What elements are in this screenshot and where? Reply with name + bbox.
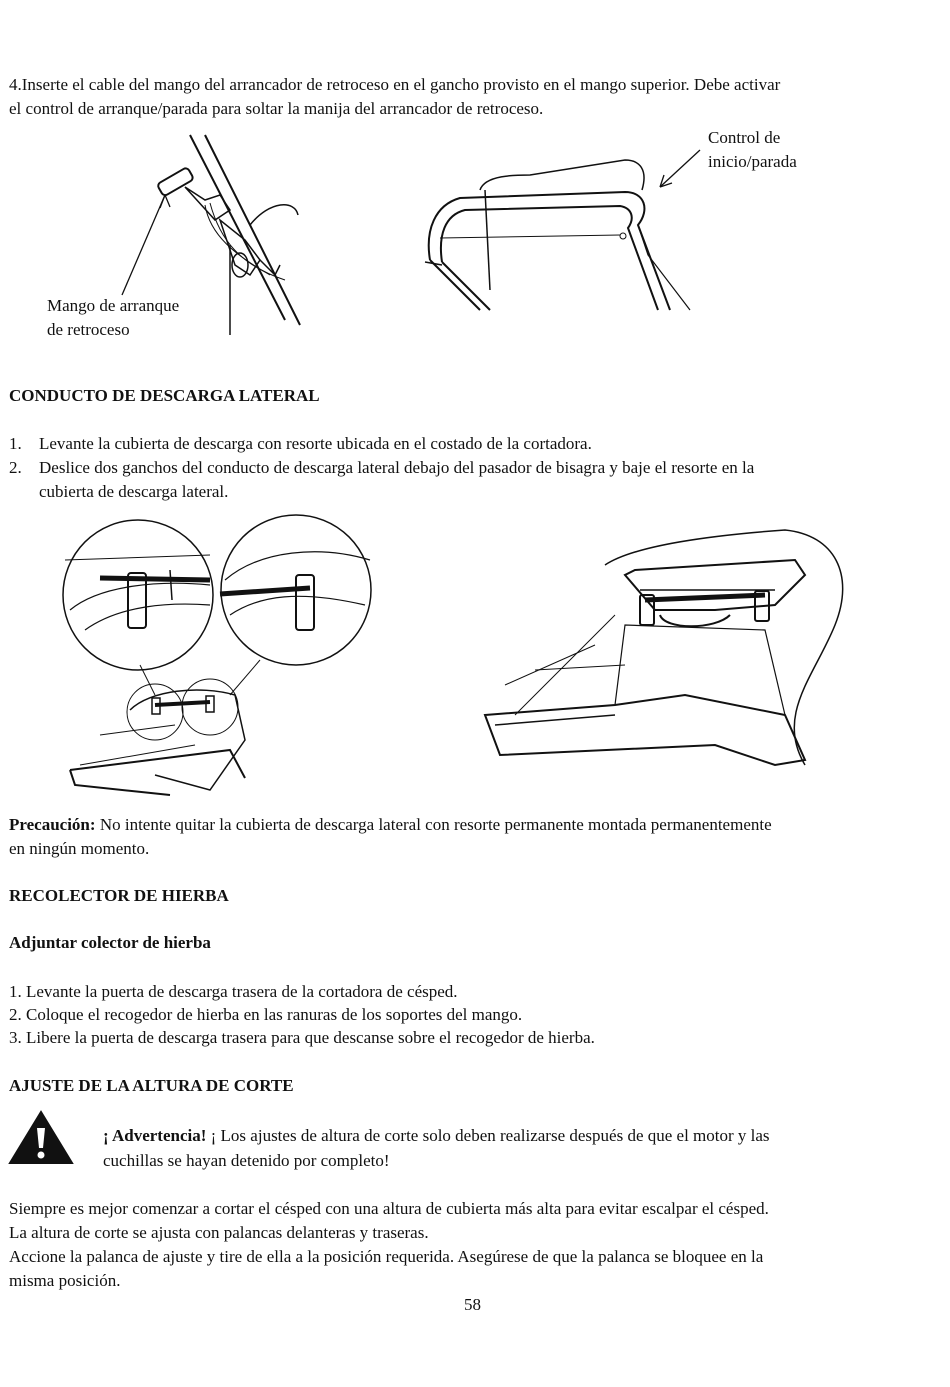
start-stop-label-line1: Control de (708, 128, 781, 147)
caution-line2: en ningún momento. (9, 839, 150, 858)
side-discharge-chute-detail-illustration (62, 514, 372, 796)
side-discharge-item1-num: 1. (9, 434, 22, 453)
warning-text: ¡ Los ajustes de altura de corte solo de… (206, 1126, 770, 1145)
cut-height-p1-line2: La altura de corte se ajusta con palanca… (9, 1223, 429, 1242)
step4-line1: 4.Inserte el cable del mango del arranca… (9, 75, 781, 94)
start-stop-control-illustration (424, 159, 691, 311)
page-number: 58 (464, 1295, 481, 1314)
caution-label: Precaución: (9, 815, 96, 834)
grass-catcher-step1: 1. Levante la puerta de descarga trasera… (9, 982, 458, 1001)
side-discharge-chute-illustration (483, 529, 844, 767)
warning-line1: ¡ Advertencia! ¡ Los ajustes de altura d… (103, 1124, 770, 1147)
grass-catcher-step3: 3. Libere la puerta de descarga trasera … (9, 1028, 595, 1047)
recoil-handle-label-line2: de retroceso (47, 320, 130, 339)
step4-line2: el control de arranque/parada para solta… (9, 99, 544, 118)
control-arrow (659, 149, 701, 188)
start-stop-label-line2: inicio/parada (708, 152, 797, 171)
recoil-starter-illustration (121, 134, 301, 335)
grass-catcher-subheading: Adjuntar colector de hierba (9, 933, 211, 952)
grass-catcher-step2: 2. Coloque el recogedor de hierba en las… (9, 1005, 523, 1024)
cut-height-p1-line1: Siempre es mejor comenzar a cortar el cé… (9, 1199, 769, 1218)
cut-height-heading: AJUSTE DE LA ALTURA DE CORTE (9, 1076, 294, 1095)
cut-height-p2-line2: misma posición. (9, 1271, 121, 1290)
warning-label: ¡ Advertencia! (103, 1126, 207, 1145)
side-discharge-item2-line2: cubierta de descarga lateral. (39, 482, 229, 501)
side-discharge-item2-line1: Deslice dos ganchos del conducto de desc… (39, 458, 755, 477)
side-discharge-item1: Levante la cubierta de descarga con reso… (39, 434, 592, 453)
side-discharge-heading: CONDUCTO DE DESCARGA LATERAL (9, 386, 320, 405)
grass-catcher-heading: RECOLECTOR DE HIERBA (9, 886, 229, 905)
cut-height-p2-line1: Accione la palanca de ajuste y tire de e… (9, 1247, 764, 1266)
caution-text: No intente quitar la cubierta de descarg… (95, 815, 772, 834)
warning-icon (8, 1110, 74, 1164)
caution-line1: Precaución: No intente quitar la cubiert… (9, 813, 772, 836)
warning-line2: cuchillas se hayan detenido por completo… (103, 1151, 390, 1170)
recoil-handle-label-line1: Mango de arranque (47, 296, 180, 315)
side-discharge-item2-num: 2. (9, 458, 22, 477)
